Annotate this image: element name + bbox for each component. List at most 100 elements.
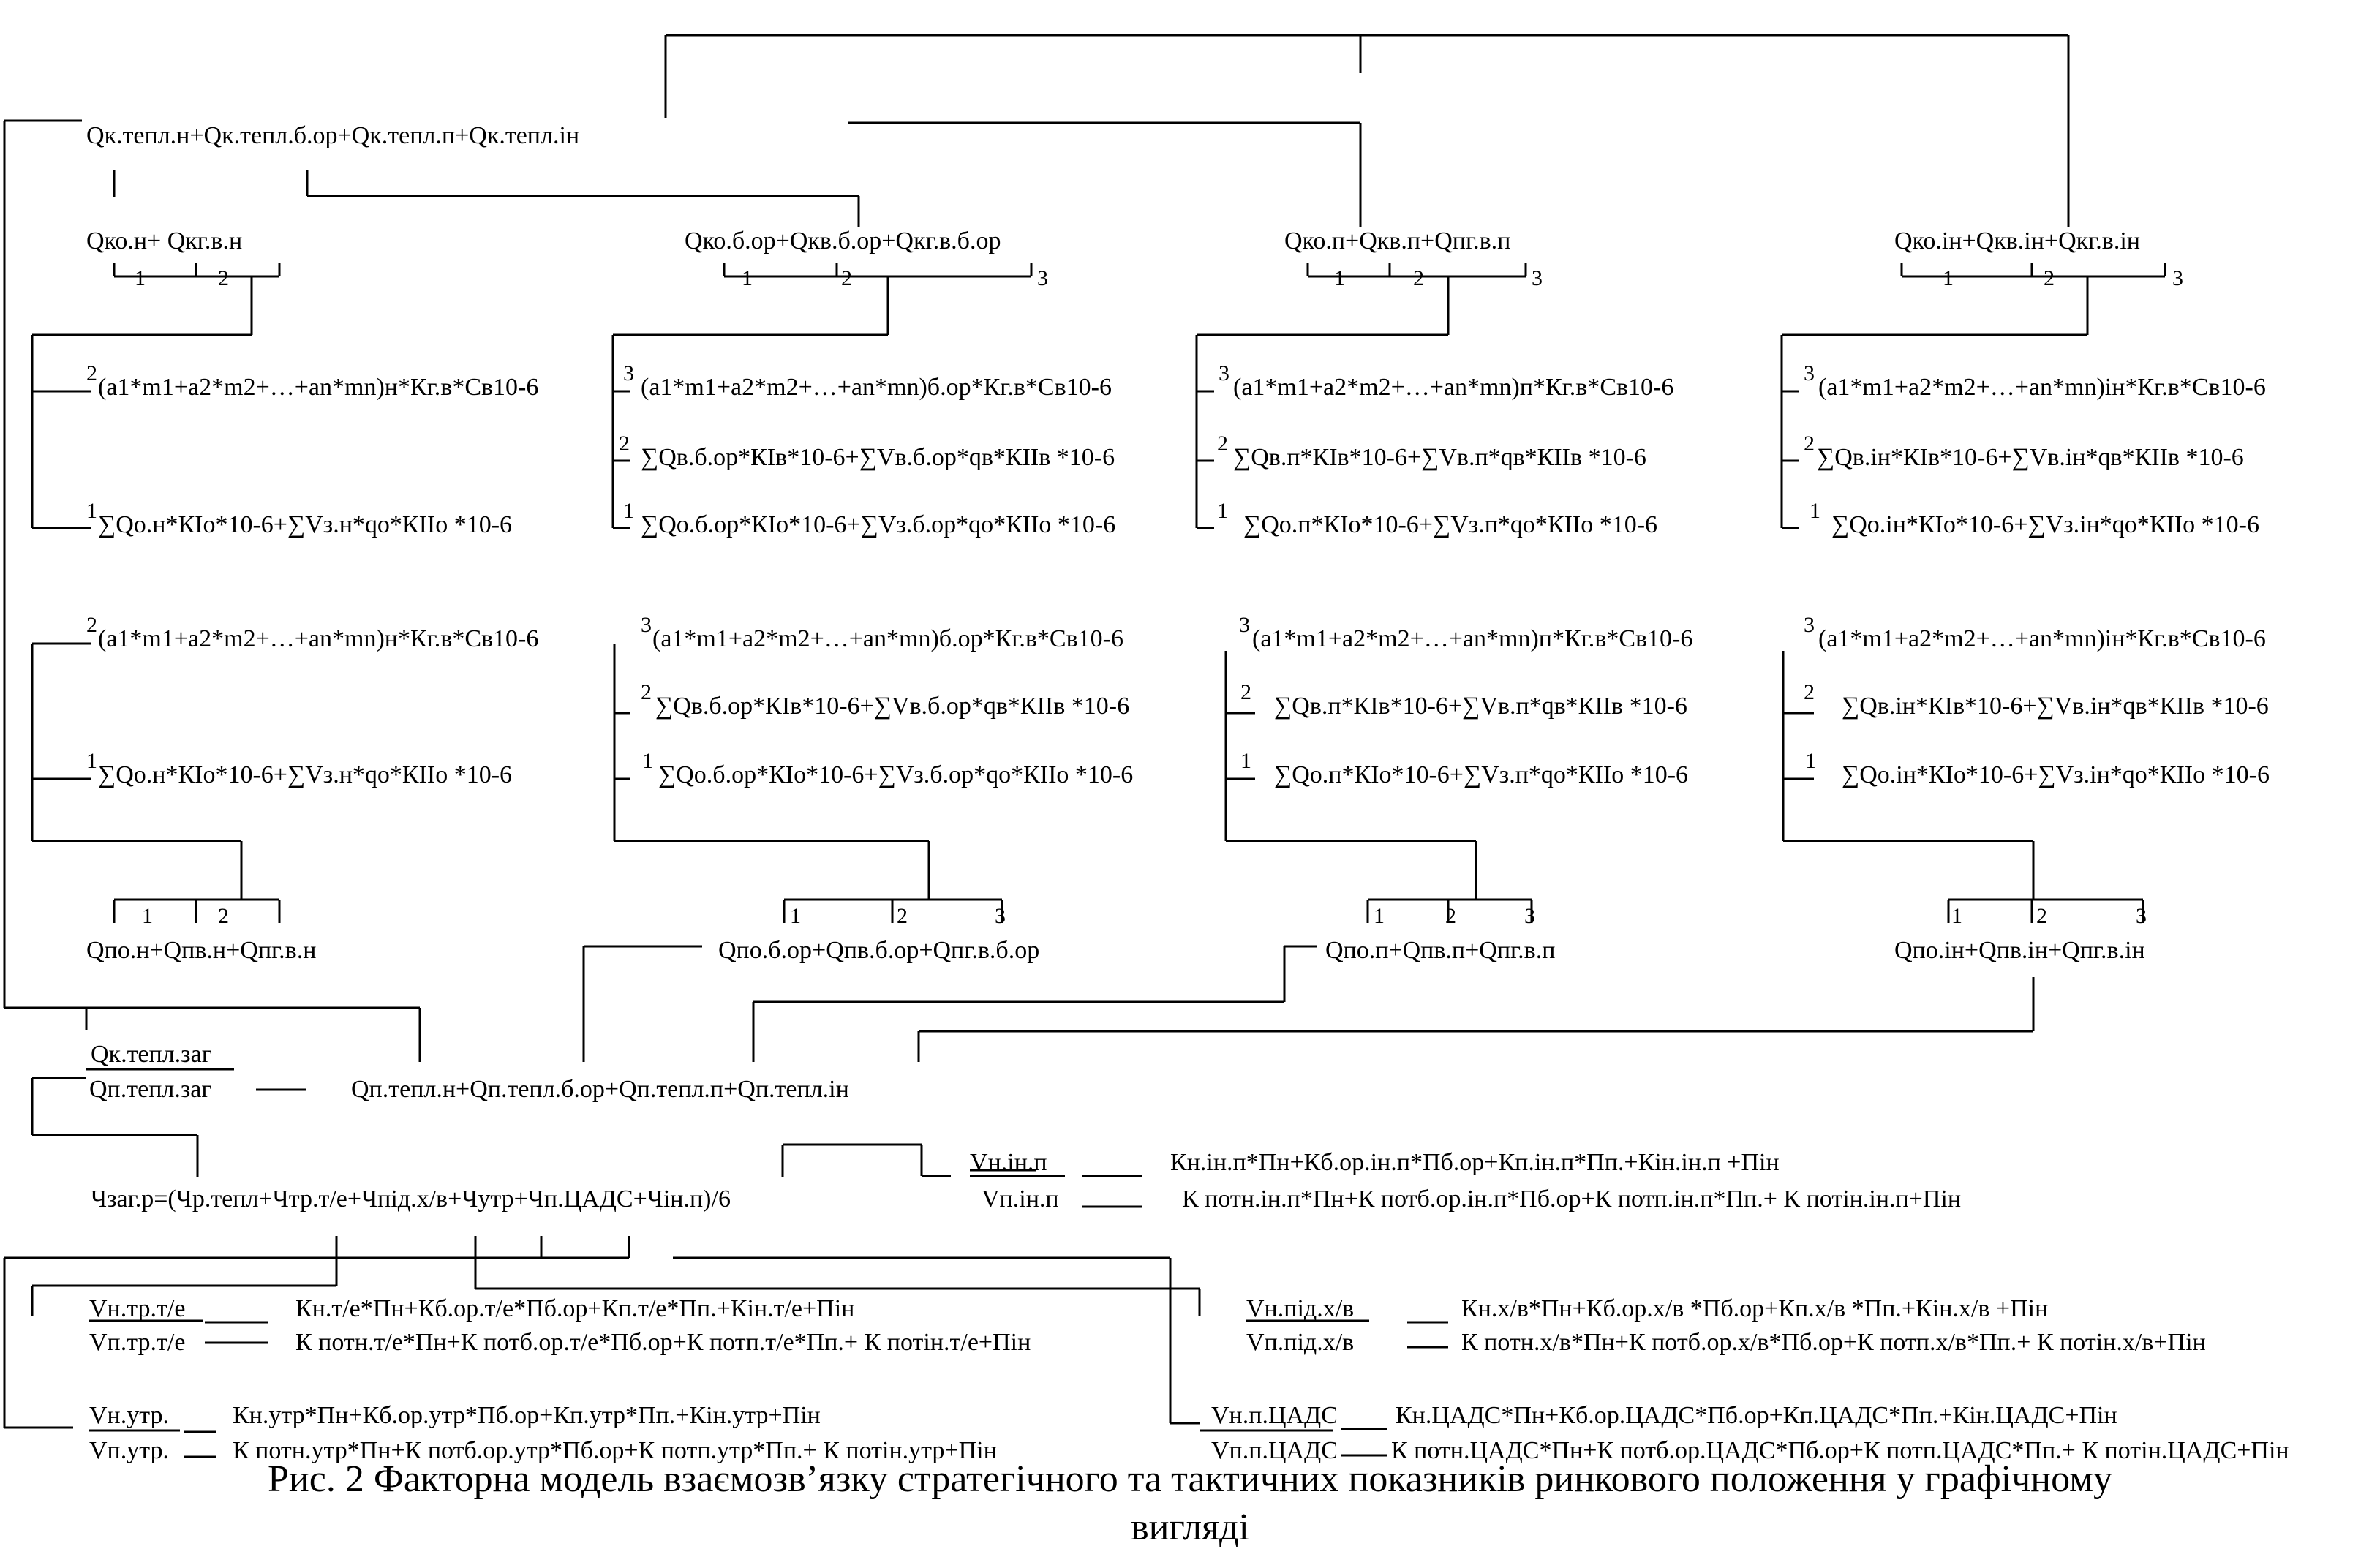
ratio-numerator: Qк.тепл.заг xyxy=(91,1041,212,1068)
upper-bor-label-1: 1 xyxy=(623,499,634,523)
upper-in-formula-a: (a1*m1+a2*m2+…+an*mn)ін*Кг.в*Св10-6 xyxy=(1818,374,2266,401)
k-bor-index-3: 3 xyxy=(1037,266,1048,290)
p-bor-sum: Qпо.б.ор+Qпв.б.ор+Qпг.в.б.ор xyxy=(718,937,1039,964)
lower-in-label-1: 1 xyxy=(1805,749,1816,773)
upper-p-label-3: 3 xyxy=(1219,361,1229,385)
lower-bor-label-2: 2 xyxy=(641,680,652,704)
lower-bor-formula-a: (a1*m1+a2*m2+…+an*mn)б.ор*Кг.в*Св10-6 xyxy=(652,625,1123,652)
ratio-denominator: Qп.тепл.заг xyxy=(89,1076,211,1103)
upper-bor-formula-o: ∑Qо.б.ор*КIо*10-6+∑Vз.б.ор*qо*КIIо *10-6 xyxy=(641,511,1115,538)
total-k-sum: Qк.тепл.н+Qк.тепл.б.ор+Qк.тепл.п+Qк.тепл… xyxy=(86,122,579,149)
ratio-in-p-top: Кн.ін.п*Пн+Кб.ор.ін.п*Пб.ор+Кп.ін.п*Пп.+… xyxy=(1170,1149,1780,1176)
ratio-in-p-numerator: Vн.ін.п xyxy=(970,1149,1047,1176)
p-bor-index-1: 1 xyxy=(790,904,801,928)
ratio-cads-numerator: Vн.п.ЦАДС xyxy=(1211,1402,1338,1429)
k-in-index-1: 1 xyxy=(1943,266,1954,290)
k-in-sum: Qко.ін+Qкв.ін+Qкг.в.ін xyxy=(1894,227,2140,255)
lower-n-label-2: 2 xyxy=(86,613,97,637)
lower-in-formula-v: ∑Qв.ін*КIв*10-6+∑Vв.ін*qв*КIIв *10-6 xyxy=(1842,693,2269,720)
upper-in-label-2: 2 xyxy=(1804,431,1815,456)
k-p-index-3: 3 xyxy=(1532,266,1543,290)
upper-in-formula-v: ∑Qв.ін*КIв*10-6+∑Vв.ін*qв*КIIв *10-6 xyxy=(1817,444,2244,471)
p-in-index-2: 2 xyxy=(2036,904,2047,928)
lower-bor-formula-o: ∑Qо.б.ор*КIо*10-6+∑Vз.б.ор*qо*КIIо *10-6 xyxy=(658,761,1133,788)
p-in-index-1: 1 xyxy=(1951,904,1962,928)
k-bor-index-2: 2 xyxy=(841,266,852,290)
k-in-index-2: 2 xyxy=(2044,266,2055,290)
figure-caption-line-2: вигляді xyxy=(1131,1507,1249,1548)
k-p-index-2: 2 xyxy=(1413,266,1424,290)
p-p-sum: Qпо.п+Qпв.п+Qпг.в.п xyxy=(1325,937,1555,964)
p-n-sum: Qпо.н+Qпв.н+Qпг.в.н xyxy=(86,937,316,964)
lower-p-label-2: 2 xyxy=(1240,680,1251,704)
upper-n-formula-o: ∑Qо.н*КIо*10-6+∑Vз.н*qо*КIIо *10-6 xyxy=(98,511,512,538)
upper-p-formula-o: ∑Qо.п*КIо*10-6+∑Vз.п*qо*КIIо *10-6 xyxy=(1243,511,1657,538)
ratio-utr-numerator: Vн.утр. xyxy=(89,1402,169,1429)
lower-in-formula-o: ∑Qо.ін*КIо*10-6+∑Vз.ін*qо*КIIо *10-6 xyxy=(1842,761,2270,788)
ratio-pid-top: Кн.х/в*Пн+Кб.ор.х/в *Пб.ор+Кп.х/в *Пп.+К… xyxy=(1461,1295,2048,1322)
upper-bor-formula-v: ∑Qв.б.ор*КIв*10-6+∑Vв.б.ор*qв*КIIв *10-6 xyxy=(641,444,1115,471)
upper-p-formula-a: (a1*m1+a2*m2+…+an*mn)п*Кг.в*Св10-6 xyxy=(1233,374,1673,401)
upper-n-label-2: 2 xyxy=(86,361,97,385)
ratio-cads-top: Кн.ЦАДС*Пн+Кб.ор.ЦАДС*Пб.ор+Кп.ЦАДС*Пп.+… xyxy=(1396,1402,2117,1429)
lower-n-formula-o: ∑Qо.н*КIо*10-6+∑Vз.н*qо*КIIо *10-6 xyxy=(98,761,512,788)
upper-p-formula-v: ∑Qв.п*КIв*10-6+∑Vв.п*qв*КIIв *10-6 xyxy=(1233,444,1646,471)
total-p-sum: Qп.тепл.н+Qп.тепл.б.ор+Qп.тепл.п+Qп.тепл… xyxy=(351,1076,849,1103)
upper-bor-label-3: 3 xyxy=(623,361,634,385)
ratio-in-p-denominator: Vп.ін.п xyxy=(982,1185,1059,1213)
ratio-pid-numerator: Vн.під.х/в xyxy=(1246,1295,1354,1322)
upper-bor-label-2: 2 xyxy=(619,431,630,456)
lower-bor-label-3: 3 xyxy=(641,613,652,637)
ratio-utr-denominator: Vп.утр. xyxy=(89,1437,169,1464)
upper-n-label-1: 1 xyxy=(86,499,97,523)
lower-p-formula-o: ∑Qо.п*КIо*10-6+∑Vз.п*qо*КIIо *10-6 xyxy=(1274,761,1688,788)
p-p-index-1: 1 xyxy=(1374,904,1385,928)
ratio-utr-top: Кн.утр*Пн+Кб.ор.утр*Пб.ор+Кп.утр*Пп.+Кін… xyxy=(233,1402,821,1429)
k-p-index-1: 1 xyxy=(1334,266,1345,290)
k-n-index-1: 1 xyxy=(135,266,146,290)
ratio-cads-bottom: К потн.ЦАДС*Пн+К потб.ор.ЦАДС*Пб.ор+К по… xyxy=(1391,1437,2289,1464)
p-in-sum: Qпо.ін+Qпв.ін+Qпг.в.ін xyxy=(1894,937,2145,964)
lower-p-formula-a: (a1*m1+a2*m2+…+an*mn)п*Кг.в*Св10-6 xyxy=(1252,625,1692,652)
ratio-in-p-bottom: К потн.ін.п*Пн+К потб.ор.ін.п*Пб.ор+К по… xyxy=(1182,1185,1961,1213)
lower-p-label-3: 3 xyxy=(1239,613,1250,637)
upper-in-label-3: 3 xyxy=(1804,361,1815,385)
k-n-sum: Qко.н+ Qкг.в.н xyxy=(86,227,242,255)
lower-n-formula-a: (a1*m1+a2*m2+…+an*mn)н*Кг.в*Св10-6 xyxy=(98,625,538,652)
upper-bor-formula-a: (a1*m1+a2*m2+…+an*mn)б.ор*Кг.в*Св10-6 xyxy=(641,374,1112,401)
lower-n-label-1: 1 xyxy=(86,749,97,773)
ratio-tr-numerator: Vн.тр.т/е xyxy=(89,1295,185,1322)
ratio-utr-bottom: К потн.утр*Пн+К потб.ор.утр*Пб.ор+К потп… xyxy=(233,1437,997,1464)
p-in-index-3: 3 xyxy=(2136,904,2147,928)
k-n-index-2: 2 xyxy=(218,266,229,290)
k-bor-index-1: 1 xyxy=(742,266,753,290)
upper-p-label-2: 2 xyxy=(1217,431,1228,456)
p-n-index-1: 1 xyxy=(142,904,153,928)
lower-bor-label-1: 1 xyxy=(642,749,653,773)
p-p-index-3: 3 xyxy=(1524,904,1535,928)
p-p-index-2: 2 xyxy=(1445,904,1456,928)
k-bor-sum: Qко.б.ор+Qкв.б.ор+Qкг.в.б.ор xyxy=(685,227,1001,255)
ratio-tr-bottom: К потн.т/е*Пн+К потб.ор.т/е*Пб.ор+К потп… xyxy=(295,1329,1031,1356)
figure-caption-line-1: Рис. 2 Факторна модель взаємозв’язку стр… xyxy=(268,1458,2112,1500)
lower-bor-formula-v: ∑Qв.б.ор*КIв*10-6+∑Vв.б.ор*qв*КIIв *10-6 xyxy=(655,693,1129,720)
upper-n-formula-a: (a1*m1+a2*m2+…+an*mn)н*Кг.в*Св10-6 xyxy=(98,374,538,401)
ratio-tr-top: Кн.т/е*Пн+Кб.ор.т/е*Пб.ор+Кп.т/е*Пп.+Кін… xyxy=(295,1295,854,1322)
upper-p-label-1: 1 xyxy=(1217,499,1228,523)
p-n-index-2: 2 xyxy=(218,904,229,928)
ratio-pid-bottom: К потн.х/в*Пн+К потб.ор.х/в*Пб.ор+К потп… xyxy=(1461,1329,2206,1356)
lower-in-label-2: 2 xyxy=(1804,680,1815,704)
connector-lines xyxy=(3,34,2166,1458)
ratio-pid-denominator: Vп.під.х/в xyxy=(1246,1329,1354,1356)
p-bor-index-2: 2 xyxy=(897,904,908,928)
k-in-index-3: 3 xyxy=(2172,266,2183,290)
p-bor-index-3: 3 xyxy=(995,904,1006,928)
lower-p-label-1: 1 xyxy=(1240,749,1251,773)
lower-p-formula-v: ∑Qв.п*КIв*10-6+∑Vв.п*qв*КIIв *10-6 xyxy=(1274,693,1687,720)
lower-in-formula-a: (a1*m1+a2*m2+…+an*mn)ін*Кг.в*Св10-6 xyxy=(1818,625,2266,652)
ratio-tr-denominator: Vп.тр.т/е xyxy=(89,1329,185,1356)
ratio-cads-denominator: Vп.п.ЦАДС xyxy=(1211,1437,1338,1464)
k-p-sum: Qко.п+Qкв.п+Qпг.в.п xyxy=(1284,227,1510,255)
upper-in-formula-o: ∑Qо.ін*КIо*10-6+∑Vз.ін*qо*КIIо *10-6 xyxy=(1831,511,2259,538)
